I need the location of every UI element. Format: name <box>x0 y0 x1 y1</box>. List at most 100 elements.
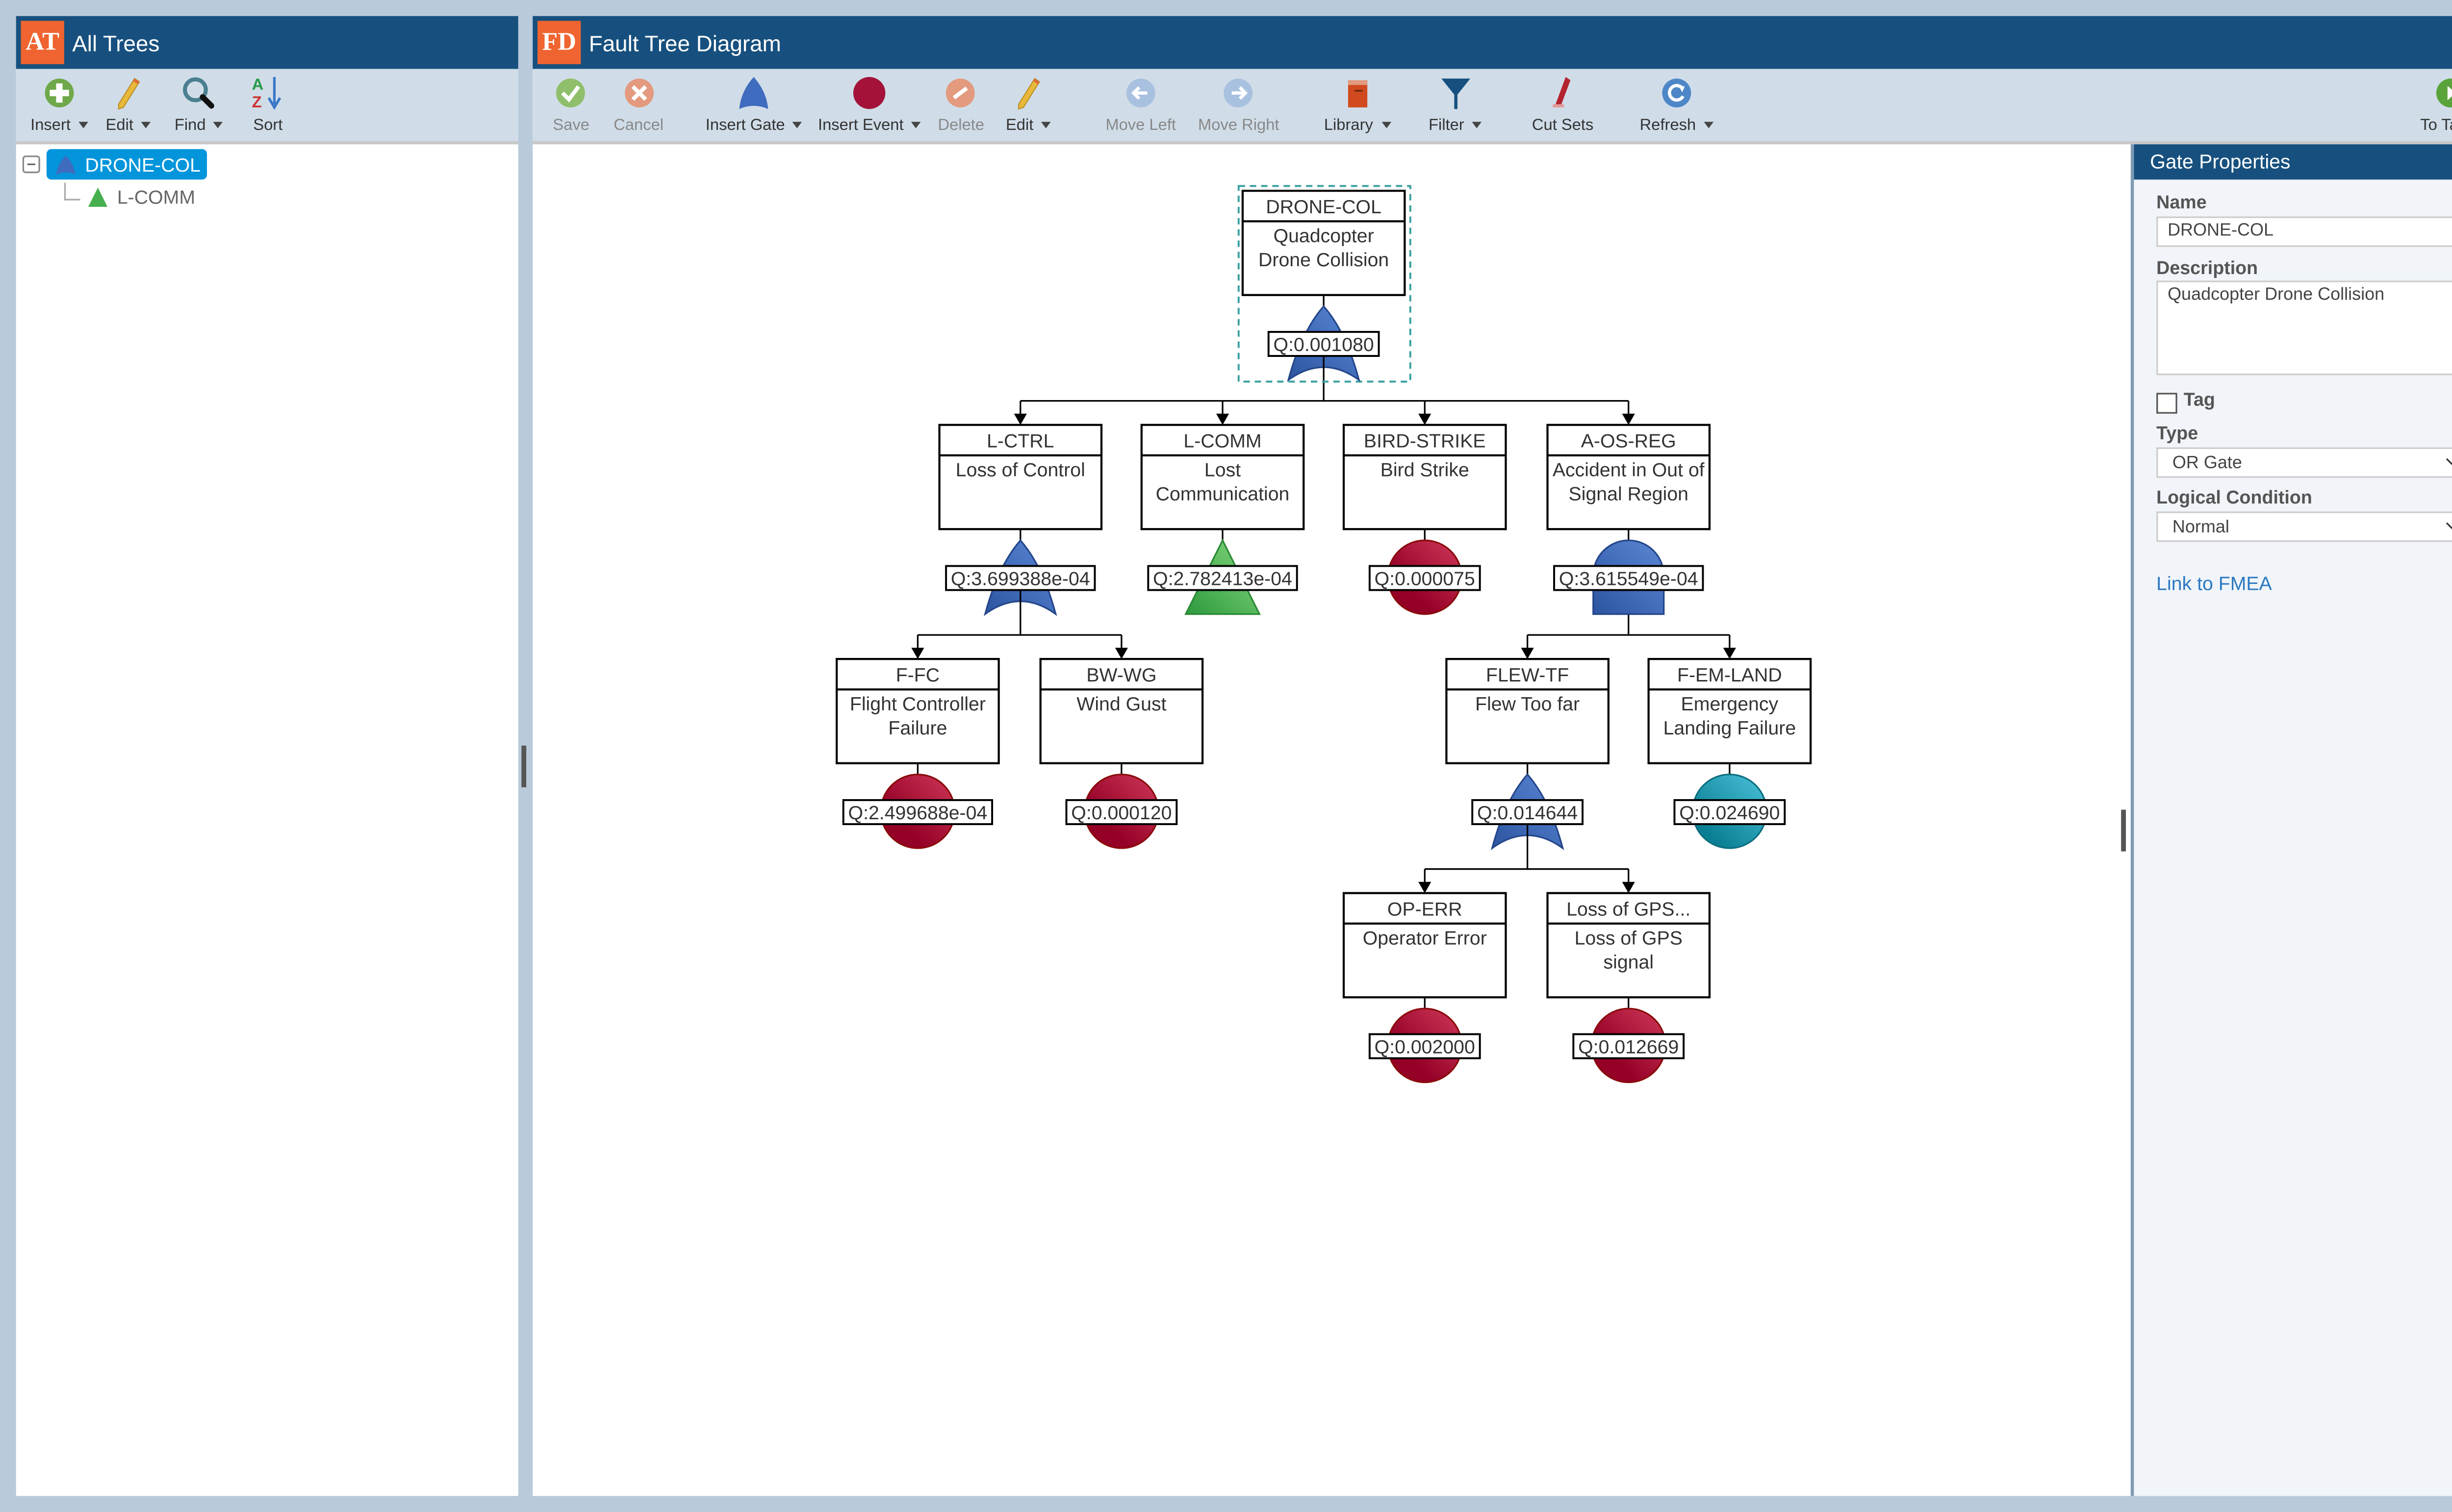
gate-properties-header[interactable]: Gate Properties <box>2134 144 2452 180</box>
insert-label: Insert <box>30 117 88 135</box>
right-splitter-handle[interactable] <box>2121 809 2126 852</box>
node-description: Quadcopter <box>1274 225 1374 247</box>
fault-tree-node-loss-of-gps-[interactable]: Loss of GPS... Loss of GPSsignalQ:0.01266… <box>1546 892 1711 1084</box>
probability-label-box <box>1572 1033 1685 1059</box>
node-description: Signal Region <box>1569 483 1688 504</box>
node-box <box>1647 658 1812 764</box>
probability-label-box <box>945 565 1096 591</box>
arrow-head-icon <box>1418 882 1431 893</box>
logical-condition-label: Logical Condition <box>2156 489 2312 508</box>
probability-label-box <box>1147 565 1298 591</box>
cancel-button[interactable]: Cancel <box>613 76 664 135</box>
fault-tree-header: FD Fault Tree Diagram <box>533 16 2452 69</box>
description-textarea[interactable]: Quadcopter Drone Collision <box>2156 280 2452 376</box>
move-right-label: Move Right <box>1198 117 1279 135</box>
chevron-down-icon <box>2446 451 2452 468</box>
node-description: Bird Strike <box>1380 459 1469 480</box>
probability-label: Q:0.001080 <box>1274 334 1374 355</box>
tree-node-label: DRONE-COL <box>85 153 201 176</box>
probability-label-box <box>1065 799 1178 825</box>
edit-node-button[interactable]: Edit <box>1006 76 1051 135</box>
node-description: Lost <box>1204 459 1241 480</box>
find-label: Find <box>175 117 224 135</box>
node-id: Loss of GPS... <box>1566 898 1690 920</box>
gate-properties-title: Gate Properties <box>2150 151 2291 174</box>
probability-label: Q:0.014644 <box>1477 802 1578 824</box>
funnel-icon <box>1437 76 1473 111</box>
probability-label: Q:2.782413e-04 <box>1153 568 1292 590</box>
pencil-icon <box>111 76 146 111</box>
sort-label: Sort <box>253 117 283 135</box>
type-value: OR Gate <box>2172 453 2242 473</box>
save-button[interactable]: Save <box>553 76 589 135</box>
fault-tree-toolbar: Save Cancel Insert Gate Insert Event Del… <box>533 69 2452 145</box>
link-to-fmea[interactable]: Link to FMEA <box>2156 572 2272 595</box>
node-id: F-EM-LAND <box>1677 664 1782 686</box>
node-description: Flew Too far <box>1475 693 1580 715</box>
insert-gate-button[interactable]: Insert Gate <box>706 76 803 135</box>
or-gate-icon <box>56 154 76 174</box>
arrow-right-circle-icon <box>1221 76 1256 111</box>
node-id: A-OS-REG <box>1581 430 1676 452</box>
book-icon <box>1340 76 1375 111</box>
type-select[interactable]: OR Gate <box>2156 447 2452 478</box>
tree-node-child[interactable]: L-COMM <box>87 186 195 208</box>
node-description: Operator Error <box>1363 927 1487 949</box>
delete-button[interactable]: Delete <box>938 76 984 135</box>
arrow-head-icon <box>1521 648 1534 659</box>
node-description: Wind Gust <box>1076 693 1166 715</box>
node-description: Flight Controller <box>850 693 986 715</box>
filter-button[interactable]: Filter <box>1429 76 1482 135</box>
probability-label-box <box>1673 799 1786 825</box>
probability-label: Q:0.012669 <box>1578 1036 1679 1058</box>
node-description: signal <box>1603 951 1654 973</box>
insert-event-label: Insert Event <box>818 117 921 135</box>
node-description: Loss of GPS <box>1575 927 1683 949</box>
library-button[interactable]: Library <box>1324 76 1391 135</box>
probability-label: Q:0.000120 <box>1071 802 1172 824</box>
event-circle-icon <box>852 76 887 111</box>
collapse-icon[interactable] <box>22 155 40 174</box>
insert-event-button[interactable]: Insert Event <box>818 76 921 135</box>
tree-node-selected[interactable]: DRONE-COL <box>46 149 207 180</box>
name-label: Name <box>2156 194 2207 213</box>
edit-label: Edit <box>106 117 151 135</box>
logical-condition-select[interactable]: Normal <box>2156 511 2452 542</box>
node-description: Accident in Out of <box>1553 459 1705 480</box>
cut-sets-button[interactable]: Cut Sets <box>1532 76 1593 135</box>
move-left-button[interactable]: Move Left <box>1105 76 1176 135</box>
move-right-button[interactable]: Move Right <box>1198 76 1279 135</box>
tree-connector <box>64 182 80 201</box>
find-button[interactable]: Find <box>175 76 224 135</box>
type-label: Type <box>2156 425 2198 444</box>
left-splitter-handle[interactable] <box>521 745 527 787</box>
insert-gate-label: Insert Gate <box>706 117 803 135</box>
to-table-button[interactable]: To Table <box>2420 76 2452 135</box>
probability-label: Q:0.002000 <box>1375 1036 1475 1058</box>
magnifier-icon <box>181 76 217 111</box>
edit-tree-button[interactable]: Edit <box>106 76 151 135</box>
name-input[interactable]: DRONE-COL <box>2156 216 2452 247</box>
refresh-icon <box>1659 76 1694 111</box>
tag-checkbox[interactable] <box>2156 393 2177 414</box>
refresh-button[interactable]: Refresh <box>1640 76 1714 135</box>
x-circle-icon <box>621 76 656 111</box>
node-id: BW-WG <box>1086 664 1156 686</box>
node-id: OP-ERR <box>1387 898 1462 920</box>
tree-node-root[interactable]: DRONE-COL <box>22 149 207 180</box>
insert-button[interactable]: Insert <box>30 76 88 135</box>
gate-icon <box>737 76 772 111</box>
